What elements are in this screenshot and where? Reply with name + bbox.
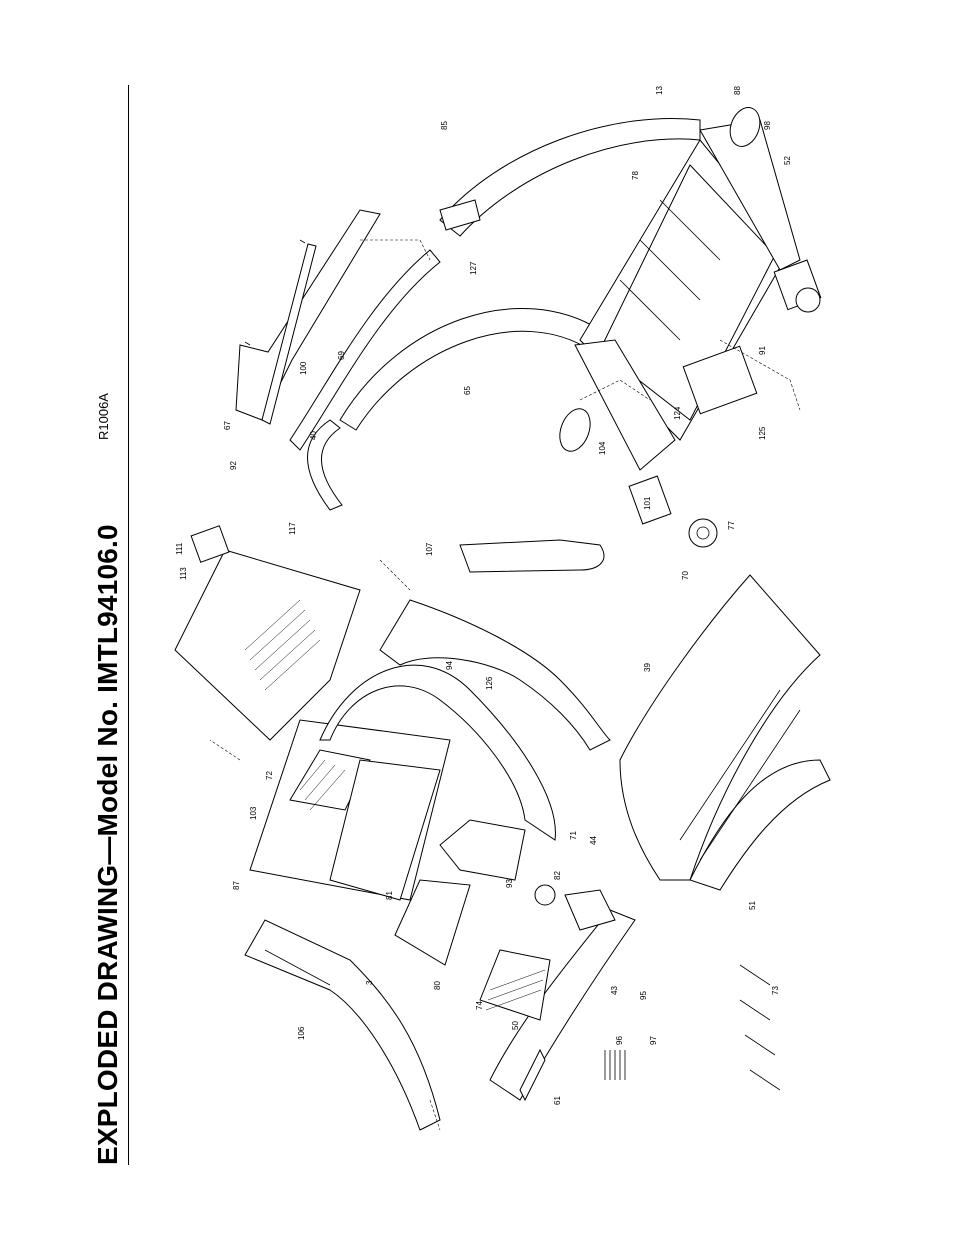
front-base xyxy=(489,889,636,1102)
callout-labels: 3 13 39 40 43 44 50 51 52 61 65 67 69 70 71 72 73 74 77 78 8… xyxy=(175,86,792,1105)
callout-52: 52 xyxy=(783,156,792,165)
callout-67: 67 xyxy=(223,421,232,430)
callout-73: 73 xyxy=(771,986,780,995)
callout-98: 98 xyxy=(763,121,772,130)
callout-111: 111 xyxy=(175,542,184,555)
side-rail-94 xyxy=(379,599,611,751)
motor-hood xyxy=(319,664,556,841)
callout-3: 3 xyxy=(365,980,374,985)
callout-82: 82 xyxy=(553,871,562,880)
callout-91: 91 xyxy=(758,346,767,355)
callout-103: 103 xyxy=(249,806,258,820)
motor-cover xyxy=(479,949,551,1021)
callout-85: 85 xyxy=(440,121,449,130)
callout-87: 87 xyxy=(232,881,241,890)
callout-100: 100 xyxy=(299,361,308,375)
console-housing xyxy=(174,525,361,741)
callout-80: 80 xyxy=(433,981,442,990)
callout-81: 81 xyxy=(385,891,394,900)
callout-124: 124 xyxy=(673,406,682,420)
callout-95: 95 xyxy=(639,991,648,1000)
callout-74: 74 xyxy=(475,1001,484,1010)
title-divider-line xyxy=(128,85,129,1165)
callout-125: 125 xyxy=(758,426,767,440)
callout-101: 101 xyxy=(643,496,652,510)
callout-106: 106 xyxy=(297,1026,306,1040)
callout-65: 65 xyxy=(463,386,472,395)
walking-deck xyxy=(619,574,831,891)
callout-69: 69 xyxy=(337,351,346,360)
base-frame xyxy=(559,107,822,548)
callout-126: 126 xyxy=(485,676,494,690)
callout-40: 40 xyxy=(309,431,318,440)
callout-93: 93 xyxy=(505,879,514,888)
callout-104: 104 xyxy=(598,441,607,455)
callout-107: 107 xyxy=(425,542,434,556)
callout-13: 13 xyxy=(655,86,664,95)
console-base xyxy=(249,719,451,901)
callout-127: 127 xyxy=(469,261,478,275)
callout-44: 44 xyxy=(589,836,598,845)
callout-97: 97 xyxy=(649,1036,658,1045)
upright-frame xyxy=(235,209,441,511)
motor-plate xyxy=(439,819,556,906)
callout-72: 72 xyxy=(265,771,274,780)
tray-80 xyxy=(394,879,471,966)
callout-51: 51 xyxy=(748,901,757,910)
bolt-set-73 xyxy=(739,964,781,1091)
callout-117: 117 xyxy=(288,522,297,535)
callout-77: 77 xyxy=(727,521,736,530)
callout-78: 78 xyxy=(631,171,640,180)
callout-61: 61 xyxy=(553,1096,562,1105)
upright-arcs xyxy=(339,117,701,431)
callout-50: 50 xyxy=(511,1021,520,1030)
belt-107 xyxy=(459,539,605,573)
callout-70: 70 xyxy=(681,571,690,580)
callout-43: 43 xyxy=(610,986,619,995)
callout-39: 39 xyxy=(643,663,652,672)
callout-88: 88 xyxy=(733,86,742,95)
side-rail-106 xyxy=(244,919,441,1131)
stick-set-97 xyxy=(604,1050,626,1080)
callout-94: 94 xyxy=(445,661,454,670)
callout-96: 96 xyxy=(615,1036,624,1045)
callout-71: 71 xyxy=(569,831,578,840)
leader-lines xyxy=(209,239,801,1131)
callout-113: 113 xyxy=(179,567,188,580)
callout-92: 92 xyxy=(229,461,238,470)
